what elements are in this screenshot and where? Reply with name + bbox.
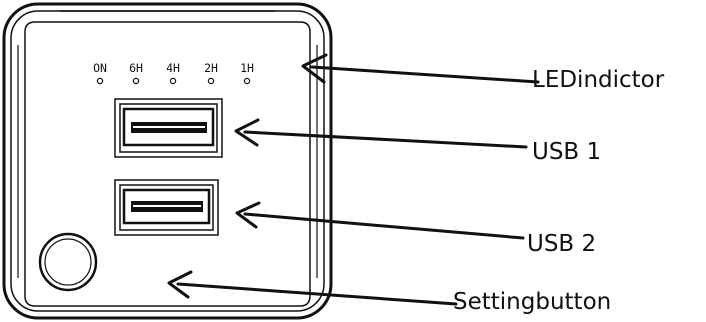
led-2h-icon (207, 77, 215, 85)
housing-outer-edge (2, 2, 333, 320)
label-usb-1: USB 1 (532, 139, 601, 165)
led-on-icon (96, 77, 104, 85)
led-label-on: ON (93, 61, 107, 75)
led-4h-icon (169, 77, 177, 85)
arrow-usb-2 (235, 201, 525, 240)
front-face-panel (24, 21, 311, 307)
led-6h-icon (132, 77, 140, 85)
arrow-usb-1 (234, 118, 528, 149)
led-labels: ON 6H 4H 2H 1H (93, 61, 254, 75)
setting-button-icon (38, 232, 98, 292)
usb-port-2-icon (114, 179, 219, 236)
led-1h-icon (243, 77, 251, 85)
arrow-led-indicator (301, 53, 540, 84)
led-indicators (96, 77, 251, 85)
label-usb-2: USB 2 (527, 231, 596, 257)
callout-arrows (167, 53, 540, 306)
led-label-4h: 4H (166, 61, 180, 75)
label-led-indicator: LEDindictor (532, 67, 665, 93)
led-label-6h: 6H (129, 61, 143, 75)
usb-port-1-icon (114, 98, 223, 158)
device-housing (2, 2, 333, 320)
led-label-2h: 2H (204, 61, 218, 75)
led-label-1h: 1H (240, 61, 254, 75)
arrow-setting-button (167, 270, 458, 306)
label-setting-button: Settingbutton (453, 289, 611, 315)
housing-inner-edge (10, 10, 325, 312)
